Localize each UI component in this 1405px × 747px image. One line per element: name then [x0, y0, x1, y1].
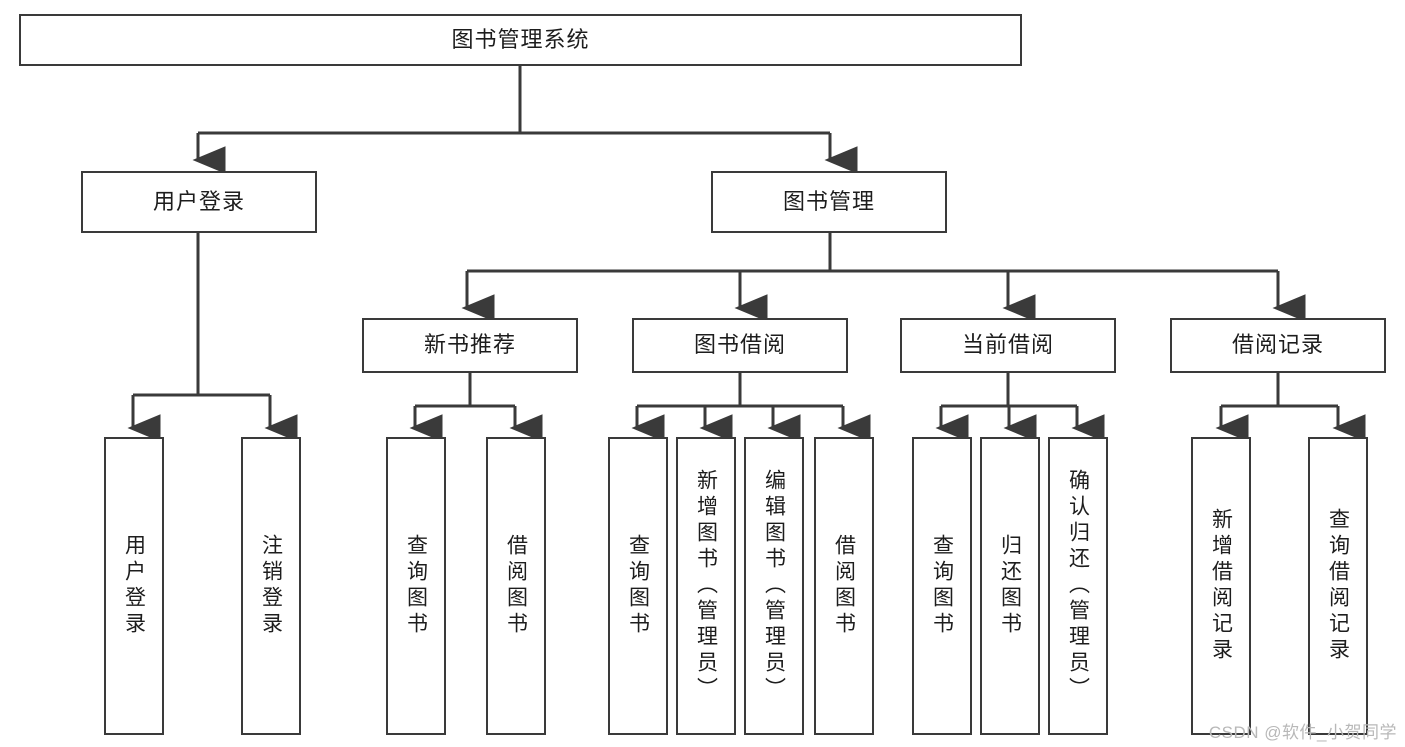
node-new-book-recommend-label: 新书推荐 [423, 332, 516, 358]
leaf-label: 借阅图书 [504, 534, 528, 638]
node-root[interactable]: 图书管理系统 [19, 14, 1022, 66]
leaf-new-book-borrow[interactable]: 借阅图书 [486, 437, 546, 735]
node-borrow-record-label: 借阅记录 [1231, 332, 1324, 358]
node-book-borrow[interactable]: 图书借阅 [632, 318, 848, 373]
leaf-label: 新增图书（管理员） [694, 469, 718, 703]
node-user-login-label: 用户登录 [152, 188, 245, 214]
node-book-manage-label: 图书管理 [782, 188, 875, 214]
leaf-label: 查询借阅记录 [1326, 508, 1350, 664]
leaf-user-login-signin[interactable]: 用户登录 [104, 437, 164, 735]
node-current-borrow[interactable]: 当前借阅 [900, 318, 1116, 373]
leaf-book-borrow-edit[interactable]: 编辑图书（管理员） [744, 437, 804, 735]
leaf-current-borrow-query[interactable]: 查询图书 [912, 437, 972, 735]
node-root-label: 图书管理系统 [451, 26, 590, 52]
leaf-current-borrow-return[interactable]: 归还图书 [980, 437, 1040, 735]
leaf-new-book-query[interactable]: 查询图书 [386, 437, 446, 735]
node-current-borrow-label: 当前借阅 [961, 332, 1054, 358]
leaf-book-borrow-lend[interactable]: 借阅图书 [814, 437, 874, 735]
leaf-label: 用户登录 [122, 534, 146, 638]
node-book-manage[interactable]: 图书管理 [711, 171, 947, 233]
leaf-label: 借阅图书 [832, 534, 856, 638]
leaf-book-borrow-query[interactable]: 查询图书 [608, 437, 668, 735]
leaf-borrow-record-query[interactable]: 查询借阅记录 [1308, 437, 1368, 735]
leaf-book-borrow-add[interactable]: 新增图书（管理员） [676, 437, 736, 735]
leaf-label: 新增借阅记录 [1209, 508, 1233, 664]
leaf-label: 查询图书 [930, 534, 954, 638]
leaf-label: 查询图书 [404, 534, 428, 638]
leaf-label: 注销登录 [259, 534, 283, 638]
node-new-book-recommend[interactable]: 新书推荐 [362, 318, 578, 373]
leaf-label: 查询图书 [626, 534, 650, 638]
node-borrow-record[interactable]: 借阅记录 [1170, 318, 1386, 373]
leaf-current-borrow-confirm[interactable]: 确认归还（管理员） [1048, 437, 1108, 735]
node-book-borrow-label: 图书借阅 [693, 332, 786, 358]
leaf-label: 归还图书 [998, 534, 1022, 638]
watermark: CSDN @软件_小贺同学 [1208, 723, 1397, 742]
leaf-label: 确认归还（管理员） [1066, 469, 1090, 703]
node-user-login[interactable]: 用户登录 [81, 171, 317, 233]
leaf-user-login-signout[interactable]: 注销登录 [241, 437, 301, 735]
leaf-label: 编辑图书（管理员） [762, 469, 786, 703]
leaf-borrow-record-add[interactable]: 新增借阅记录 [1191, 437, 1251, 735]
